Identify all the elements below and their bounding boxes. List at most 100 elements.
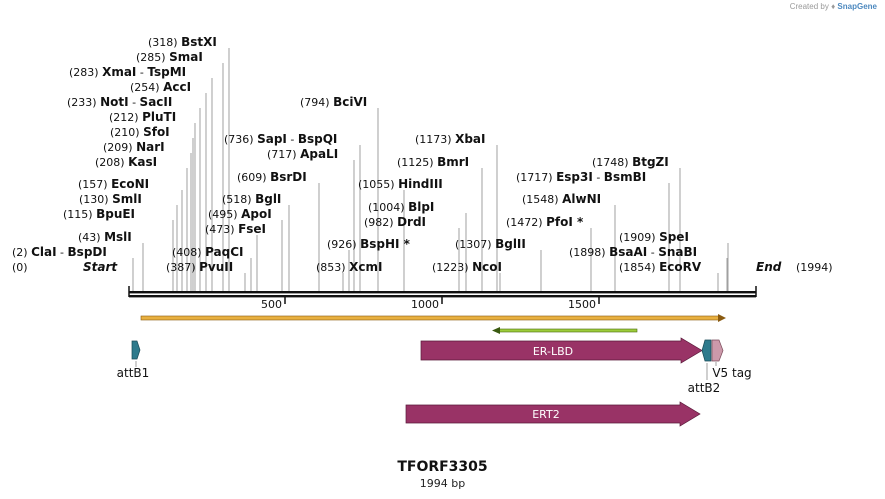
- enzyme-site-label[interactable]: (609) BsrDI: [237, 170, 307, 184]
- orf-green: [492, 327, 638, 334]
- attB1-label: attB1: [117, 366, 150, 380]
- enzyme-name: PluTI: [142, 110, 176, 124]
- enzyme-name: SmlI: [112, 192, 142, 206]
- enzyme-site-label[interactable]: (982) DrdI: [364, 215, 426, 229]
- enzyme-name: BspDI: [68, 245, 107, 259]
- enzyme-site-label[interactable]: (115) BpuEI: [63, 207, 135, 221]
- enzyme-site-label[interactable]: (926) BspHI *: [327, 237, 411, 251]
- end-position: (1994): [796, 261, 833, 274]
- end-label: End: [756, 260, 782, 274]
- enzyme-cut-position: (794): [300, 96, 333, 109]
- enzyme-name: EcoRV: [659, 260, 702, 274]
- enzyme-cut-position: (495): [208, 208, 241, 221]
- enzyme-site-label[interactable]: (254) AccI: [130, 80, 191, 94]
- enzyme-site-label[interactable]: (473) FseI: [205, 222, 266, 236]
- backbone-bottom-strand: [129, 295, 756, 298]
- enzyme-name: XcmI: [349, 260, 382, 274]
- enzyme-name: BtgZI: [632, 155, 669, 169]
- enzyme-name: BlpI: [408, 200, 434, 214]
- enzyme-site-label[interactable]: (208) KasI: [95, 155, 157, 169]
- attB1-feature[interactable]: [131, 340, 141, 360]
- enzyme-site-label[interactable]: (1223) NcoI: [432, 260, 502, 274]
- enzyme-site-label[interactable]: (283) XmaI - TspMI: [69, 65, 186, 79]
- enzyme-cut-position: (387): [166, 261, 199, 274]
- enzyme-cut-position: (208): [95, 156, 128, 169]
- enzyme-site-label[interactable]: (1717) Esp3I - BsmBI: [516, 170, 646, 184]
- enzyme-name: XbaI: [455, 132, 485, 146]
- enzyme-name: BsmBI: [604, 170, 646, 184]
- enzyme-site-label[interactable]: (717) ApaLI: [267, 147, 338, 161]
- enzyme-name: MslI: [104, 230, 132, 244]
- enzyme-name: BciVI: [333, 95, 367, 109]
- enzyme-site-label[interactable]: (2) ClaI - BspDI: [12, 245, 107, 259]
- enzyme-cut-position: (1909): [619, 231, 659, 244]
- ert2-feature[interactable]: [405, 401, 701, 427]
- enzyme-name-separator: -: [287, 133, 298, 146]
- enzyme-name: AccI: [163, 80, 191, 94]
- ruler-label-1500: 1500: [568, 298, 596, 311]
- enzyme-cut-position: (130): [79, 193, 112, 206]
- enzyme-name: FseI: [238, 222, 266, 236]
- enzyme-site-label[interactable]: (1472) PfoI *: [506, 215, 584, 229]
- enzyme-site-label[interactable]: (1548) AlwNI: [522, 192, 601, 206]
- enzyme-site-label[interactable]: (285) SmaI: [136, 50, 203, 64]
- enzyme-site-label[interactable]: (1898) BsaAI - SnaBI: [569, 245, 697, 259]
- enzyme-cut-position: (212): [109, 111, 142, 124]
- enzyme-name: XmaI: [102, 65, 136, 79]
- enzyme-name: SacII: [140, 95, 173, 109]
- enzyme-name: ApoI: [241, 207, 272, 221]
- enzyme-cut-position: (2): [12, 246, 31, 259]
- er-lbd-feature[interactable]: [420, 337, 703, 364]
- enzyme-name: NcoI: [472, 260, 502, 274]
- enzyme-site-label[interactable]: (1909) SpeI: [619, 230, 689, 244]
- enzyme-cut-position: (609): [237, 171, 270, 184]
- enzyme-site-label[interactable]: (209) NarI: [103, 140, 165, 154]
- enzyme-name: Esp3I: [556, 170, 593, 184]
- enzyme-name: SmaI: [169, 50, 203, 64]
- snapgene-logo-icon: ♦: [831, 2, 836, 11]
- enzyme-cut-position: (473): [205, 223, 238, 236]
- er-lbd-label: ER-LBD: [533, 345, 573, 358]
- enzyme-name: BpuEI: [96, 207, 135, 221]
- enzyme-name: BsrDI: [270, 170, 307, 184]
- enzyme-site-label[interactable]: (518) BglI: [222, 192, 281, 206]
- enzyme-name: ApaLI: [300, 147, 338, 161]
- enzyme-name-separator: -: [593, 171, 604, 184]
- enzyme-name: BspQI: [298, 132, 338, 146]
- attB2-label: attB2: [688, 381, 721, 395]
- enzyme-site-label[interactable]: (495) ApoI: [208, 207, 272, 221]
- enzyme-site-label[interactable]: (1125) BmrI: [397, 155, 469, 169]
- credit-brand: SnapGene: [837, 2, 877, 11]
- enzyme-site-label[interactable]: (43) MslI: [78, 230, 132, 244]
- enzyme-site-label[interactable]: (1004) BlpI: [368, 200, 434, 214]
- enzyme-name-separator: -: [647, 246, 658, 259]
- enzyme-cut-position: (926): [327, 238, 360, 251]
- enzyme-site-label[interactable]: (408) PaqCI: [172, 245, 244, 259]
- v5-tag-feature[interactable]: [711, 339, 724, 362]
- enzyme-name: ClaI: [31, 245, 56, 259]
- enzyme-name-separator: -: [136, 66, 147, 79]
- cut-site-lines: [132, 48, 729, 291]
- v5-tag-label: V5 tag: [712, 366, 751, 380]
- enzyme-cut-position: (1748): [592, 156, 632, 169]
- enzyme-site-label[interactable]: (130) SmlI: [79, 192, 142, 206]
- enzyme-name: KasI: [128, 155, 157, 169]
- enzyme-name: BsaAI: [609, 245, 647, 259]
- enzyme-site-label[interactable]: (387) PvuII: [166, 260, 233, 274]
- enzyme-site-label[interactable]: (157) EcoNI: [78, 177, 149, 191]
- enzyme-site-label[interactable]: (318) BstXI: [148, 35, 217, 49]
- enzyme-site-label[interactable]: (1748) BtgZI: [592, 155, 669, 169]
- enzyme-site-label[interactable]: (210) SfoI: [110, 125, 170, 139]
- enzyme-name: SapI: [257, 132, 287, 146]
- enzyme-site-label[interactable]: (1307) BglII: [455, 237, 526, 251]
- credit-prefix: Created by: [789, 2, 829, 11]
- enzyme-site-label[interactable]: (1854) EcoRV: [619, 260, 702, 274]
- enzyme-site-label[interactable]: (1173) XbaI: [415, 132, 485, 146]
- enzyme-site-label[interactable]: (853) XcmI: [316, 260, 382, 274]
- attB2-feature[interactable]: [701, 339, 712, 362]
- enzyme-site-label[interactable]: (736) SapI - BspQI: [224, 132, 337, 146]
- enzyme-site-label[interactable]: (794) BciVI: [300, 95, 367, 109]
- enzyme-site-label[interactable]: (212) PluTI: [109, 110, 176, 124]
- enzyme-site-label[interactable]: (233) NotI - SacII: [67, 95, 172, 109]
- enzyme-site-label[interactable]: (1055) HindIII: [358, 177, 443, 191]
